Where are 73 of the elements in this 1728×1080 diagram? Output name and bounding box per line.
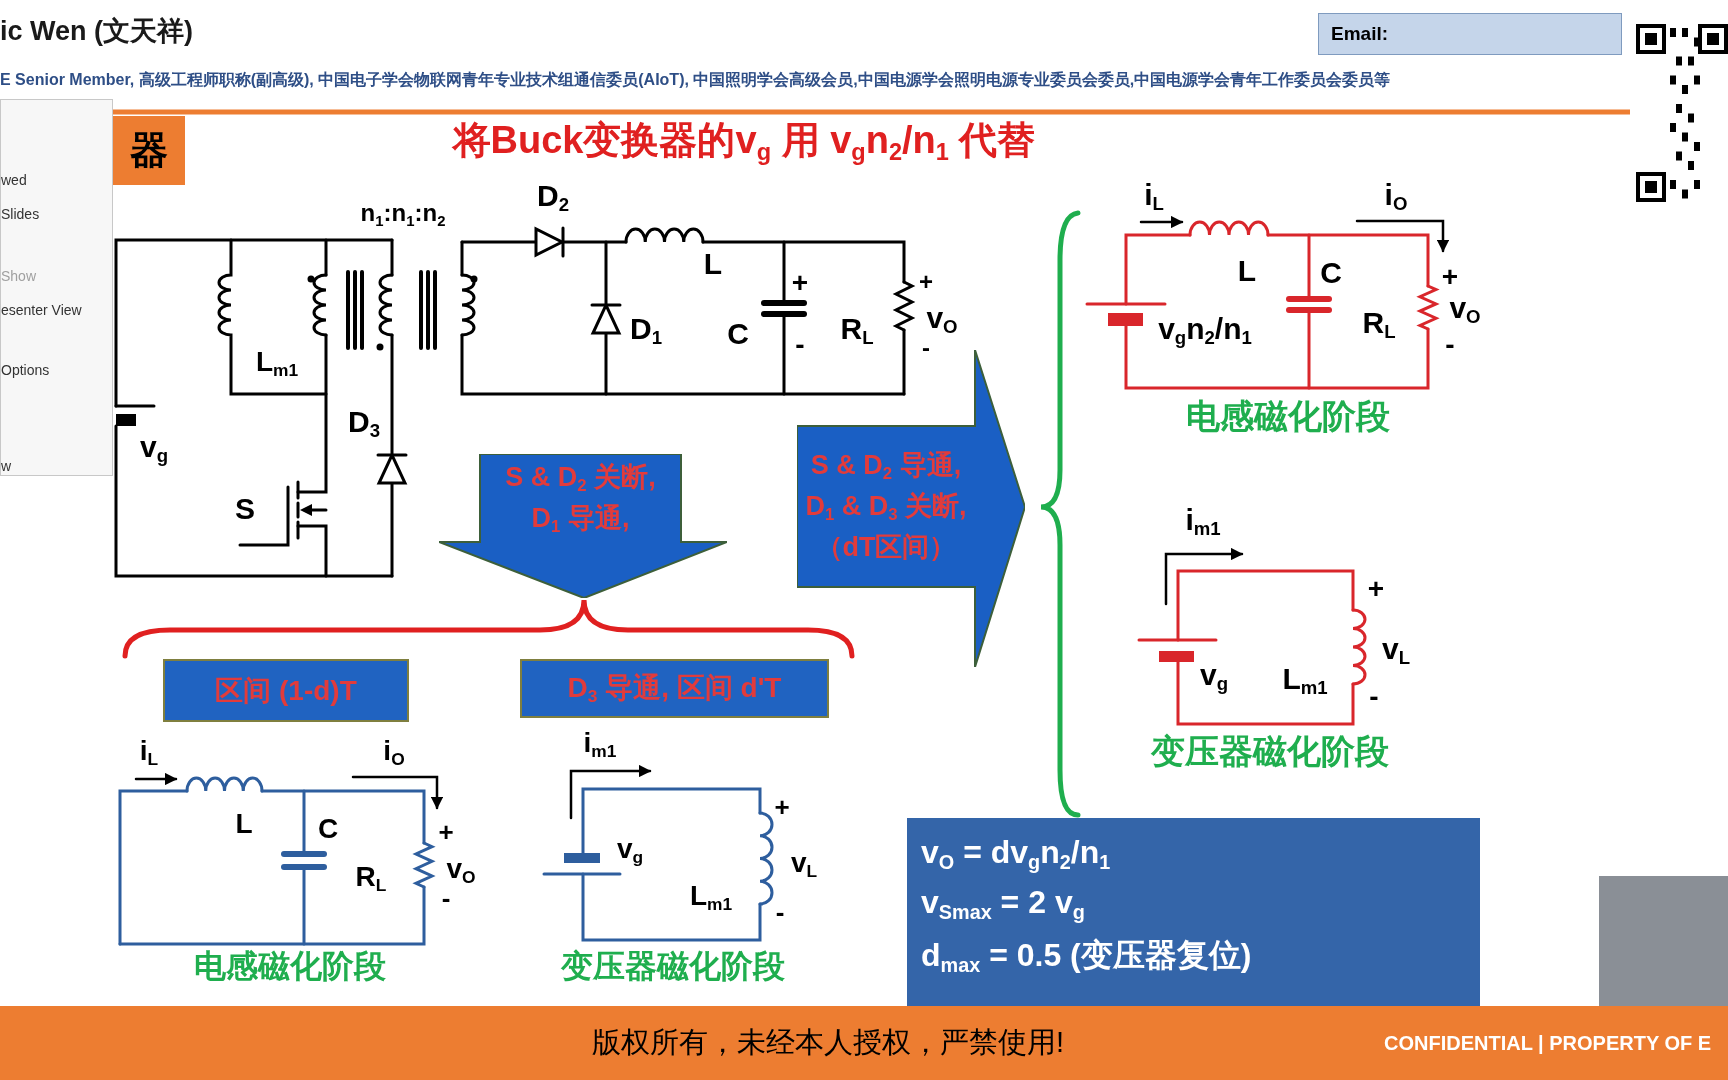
formula: v$_{Smax}$ = 2 v$_{g}$ xyxy=(921,883,1086,924)
component-label: R$_{L}$ xyxy=(355,863,387,895)
component-label: L xyxy=(1237,256,1257,286)
component-label: L$_{m1}$ xyxy=(1282,663,1328,699)
component-label: v$_{O}$ xyxy=(926,302,958,338)
interval-label: 区间 (1-d)T xyxy=(215,673,357,708)
component-label: L xyxy=(235,810,253,838)
component-label: i$_{L}$ xyxy=(139,737,159,769)
interval-box xyxy=(520,659,829,718)
component-label: L xyxy=(703,249,723,279)
phase-caption: 变压器磁化阶段 xyxy=(1151,734,1389,768)
component-label: - xyxy=(795,331,805,359)
tab-title: 器 xyxy=(130,128,168,173)
title-tab xyxy=(113,116,185,185)
component-label: C xyxy=(317,815,339,843)
component-label: D$_{2}$ xyxy=(537,180,569,216)
video-placeholder xyxy=(1599,876,1728,1006)
component-label: L$_{m1}$ xyxy=(689,882,733,914)
author-name: ic Wen (文天祥) xyxy=(0,17,193,45)
email-box xyxy=(1318,13,1622,55)
component-label: + xyxy=(1367,575,1385,603)
slide-title: 将Buck变换器的v$_{g}$ 用 v$_{g}$n$_{2}$/n$_{1}$ 代替 xyxy=(452,121,1036,165)
interval-label: D$_{3}$ 导通, 区间 d'T xyxy=(567,671,782,708)
author-affiliations: E Senior Member, 高级工程师职称(副高级), 中国电子学会物联网青年专业技术组通信委员(AIoT), 中国照明学会高级会员,中国电源学会照明电源专业委员会委员,中国电源学会青年工作委员会委员等 xyxy=(0,72,1391,88)
component-label: D$_{3}$ xyxy=(348,406,380,442)
component-label: n$_{1}$:n$_{1}$:n$_{2}$ xyxy=(360,201,446,229)
component-label: i$_{O}$ xyxy=(383,737,405,769)
component-label: + xyxy=(1441,263,1459,291)
menu-item: wed xyxy=(1,172,27,188)
component-label: v$_{g}$n$_{2}$/n$_{1}$ xyxy=(1158,313,1252,349)
component-label: S xyxy=(235,494,255,524)
component-label: v$_{O}$ xyxy=(446,855,476,887)
formula: v$_{O}$ = dv$_{g}$n$_{2}$/n$_{1}$ xyxy=(921,834,1112,874)
component-label: R$_{L}$ xyxy=(840,313,874,349)
menu-item: Slides xyxy=(1,206,40,222)
arrow-label: S & D$_{2}$ 导通, D$_{1}$ & D$_{3}$ 关断,（dT区间） xyxy=(804,449,968,565)
interval-box xyxy=(163,659,409,722)
component-label: i$_{m1}$ xyxy=(583,729,617,761)
component-label: + xyxy=(438,819,454,845)
menu-item: Show xyxy=(1,268,37,284)
component-label: v$_{g}$ xyxy=(1200,659,1228,695)
email-label: Email: xyxy=(1331,23,1389,45)
formula: d$_{max}$ = 0.5 (变压器复位) xyxy=(921,935,1253,978)
component-label: C xyxy=(1320,258,1342,288)
component-label: - xyxy=(775,899,785,925)
menu-item: w xyxy=(1,458,12,474)
component-label: C xyxy=(727,319,749,349)
component-label: D$_{1}$ xyxy=(630,313,662,349)
component-label: - xyxy=(1445,331,1455,359)
component-label: i$_{m1}$ xyxy=(1185,504,1221,540)
component-label: v$_{g}$ xyxy=(140,431,168,467)
footer-text: 版权所有，未经本人授权，严禁使用! xyxy=(592,1025,1065,1060)
phase-caption: 电感磁化阶段 xyxy=(1186,399,1390,433)
footer-bar xyxy=(0,1006,1728,1080)
arrow-label: S & D$_{2}$ 关断, D$_{1}$ 导通, xyxy=(504,460,657,538)
menu-item: Options xyxy=(1,362,50,378)
component-label: i$_{O}$ xyxy=(1384,179,1408,215)
menu-item: esenter View xyxy=(1,302,82,318)
component-label: + xyxy=(774,794,790,820)
component-label: + xyxy=(791,269,809,297)
component-label: v$_{O}$ xyxy=(1449,292,1481,328)
component-label: v$_{g}$ xyxy=(616,835,644,867)
component-label: - xyxy=(1369,683,1379,711)
component-label: i$_{L}$ xyxy=(1144,179,1164,215)
component-label: L$_{m1}$ xyxy=(255,348,299,380)
component-label: v$_{L}$ xyxy=(1382,633,1410,669)
component-label: - xyxy=(922,336,930,360)
component-label: v$_{L}$ xyxy=(790,849,818,881)
component-label: - xyxy=(441,885,451,911)
component-label: R$_{L}$ xyxy=(1362,307,1396,343)
context-menu xyxy=(0,99,113,476)
footer-text: CONFIDENTIAL | PROPERTY OF E xyxy=(1384,1031,1712,1055)
component-label: + xyxy=(919,270,933,294)
